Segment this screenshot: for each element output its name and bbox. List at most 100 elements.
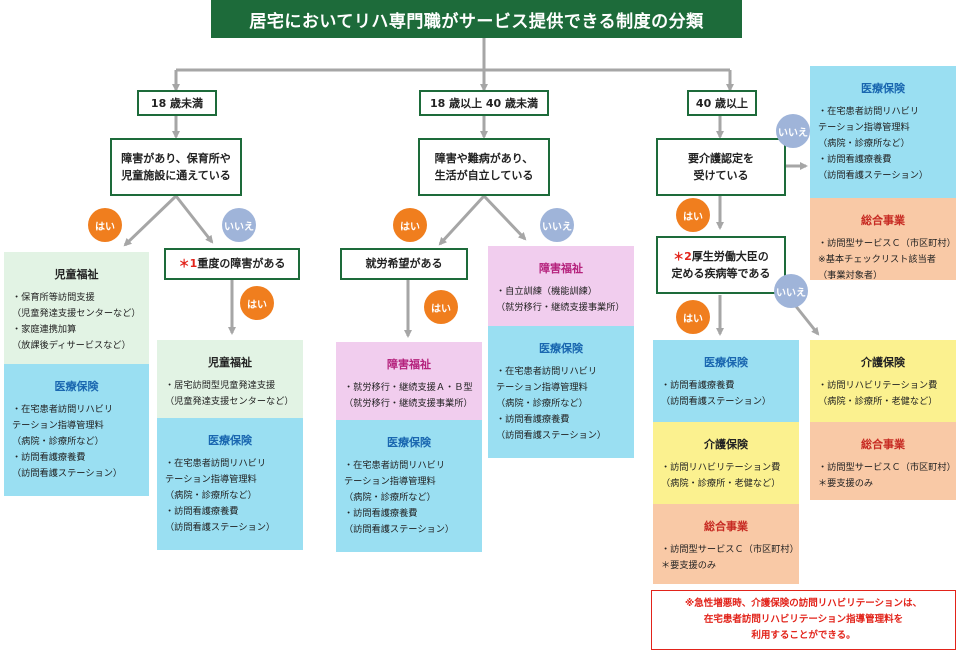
- panel-medical-insurance: 医療保険 ・在宅患者訪問リハビリ テーション指導管理料 （病院・診療所など） ・…: [4, 364, 149, 496]
- yes-badge: はい: [88, 208, 122, 242]
- panel-line: （訪問看護ステーション）: [165, 522, 276, 534]
- panel-comprehensive-program: 総合事業 ・訪問型サービスＣ（市区町村） ※基本チェックリスト該当者 （事業対象…: [810, 198, 956, 281]
- yes-badge: はい: [676, 300, 710, 334]
- panel-line: （事業対象者）: [818, 270, 883, 282]
- panel-disability-welfare: 障害福祉 ・自立訓練（機能訓練） （就労移行・継続支援事業所）: [488, 246, 634, 326]
- panel-line: ・就労移行・継続支援Ａ・Ｂ型: [344, 382, 473, 393]
- panel-title: 医療保険: [539, 342, 583, 355]
- question-line: 要介護認定を: [688, 151, 754, 165]
- age-under-18-box: 18 歳未満: [137, 90, 217, 116]
- question-wants-employment: 就労希望がある: [340, 248, 468, 280]
- panel-line: ・訪問看護療養費: [661, 380, 735, 391]
- age-over-40-box: 40 歳以上: [687, 90, 757, 116]
- panel-care-insurance: 介護保険 ・訪問リハビリテーション費 （病院・診療所・老健など）: [810, 340, 956, 422]
- panel-title: 総合事業: [704, 520, 748, 533]
- panel-care-insurance: 介護保険 ・訪問リハビリテーション費 （病院・診療所・老健など）: [653, 422, 799, 504]
- footnote-box: ※急性増悪時、介護保険の訪問リハビリテーションは、 在宅患者訪問リハビリテーショ…: [651, 590, 956, 650]
- panel-line: ・訪問看護療養費: [12, 452, 86, 464]
- no-badge: いいえ: [540, 208, 574, 242]
- panel-line: ・訪問看護療養費: [344, 508, 418, 520]
- panel-line: ・在宅患者訪問リハビリ: [496, 366, 598, 377]
- panel-line: （訪問看護ステーション）: [661, 396, 772, 408]
- question-attends-childcare: 障害があり、保育所や児童施設に通えている: [110, 138, 242, 196]
- panel-line: ・訪問看護療養費: [165, 506, 239, 518]
- question-line: 厚生労働大臣の: [691, 249, 769, 263]
- panel-line: ・在宅患者訪問リハビリ: [12, 404, 114, 415]
- panel-line: ＊要支援のみ: [661, 560, 717, 572]
- panel-title: 医療保険: [208, 434, 252, 447]
- yes-badge: はい: [393, 208, 427, 242]
- panel-line: ・家庭連携加算: [12, 324, 77, 336]
- panel-medical-insurance: 医療保険 ・在宅患者訪問リハビリ テーション指導管理料 （病院・診療所など） ・…: [336, 420, 482, 552]
- panel-medical-insurance: 医療保険 ・在宅患者訪問リハビリ テーション指導管理料 （病院・診療所など） ・…: [157, 418, 303, 550]
- question-care-certified: 要介護認定を受けている: [656, 138, 786, 196]
- panel-line: ・自立訓練（機能訓練）: [496, 286, 598, 297]
- panel-disability-welfare: 障害福祉 ・就労移行・継続支援Ａ・Ｂ型 （就労移行・継続支援事業所）: [336, 342, 482, 420]
- question-text: 重度の障害がある: [197, 257, 286, 271]
- question-line: 受けている: [693, 169, 749, 182]
- panel-line: ※基本チェックリスト該当者: [818, 254, 936, 266]
- question-line: 障害や難病があり、: [434, 151, 534, 165]
- panel-title: 医療保険: [387, 436, 431, 449]
- panel-line: ・在宅患者訪問リハビリ: [818, 106, 920, 117]
- no-badge: いいえ: [776, 114, 810, 148]
- panel-line: （就労移行・継続支援事業所）: [496, 302, 625, 314]
- question-designated-disease: ＊2厚生労働大臣の 定める疾病等である: [656, 236, 786, 294]
- no-badge: いいえ: [222, 208, 256, 242]
- panel-line: （病院・診療所・老健など）: [661, 478, 781, 490]
- panel-line: ・保育所等訪問支援: [12, 292, 95, 303]
- no-badge: いいえ: [774, 274, 808, 308]
- panel-comprehensive-program: 総合事業 ・訪問型サービスＣ（市区町村） ＊要支援のみ: [810, 422, 956, 500]
- panel-line: （就労移行・継続支援事業所）: [344, 398, 473, 410]
- panel-line: （児童発達支援センターなど）: [165, 396, 294, 408]
- panel-medical-insurance: 医療保険 ・在宅患者訪問リハビリ テーション指導管理料 （病院・診療所など） ・…: [810, 66, 956, 198]
- panel-line: ・訪問リハビリテーション費: [661, 462, 781, 473]
- panel-line: テーション指導管理料: [12, 420, 104, 432]
- panel-line: （放課後ディサービスなど）: [12, 340, 131, 352]
- panel-line: ・在宅患者訪問リハビリ: [344, 460, 446, 471]
- panel-line: （訪問看護ステーション）: [818, 170, 929, 182]
- panel-line: （訪問看護ステーション）: [344, 524, 455, 536]
- panel-line: ・訪問リハビリテーション費: [818, 380, 938, 391]
- question-line: 生活が自立している: [434, 169, 534, 182]
- yes-badge: はい: [240, 286, 274, 320]
- panel-line: （病院・診療所・老健など）: [818, 396, 938, 408]
- panel-line: （病院・診療所など）: [12, 436, 104, 448]
- panel-title: 児童福祉: [54, 268, 99, 281]
- panel-title: 介護保険: [704, 438, 748, 451]
- footnote-line: ※急性増悪時、介護保険の訪問リハビリテーションは、: [684, 598, 923, 609]
- yes-badge: はい: [676, 198, 710, 232]
- note-mark-1: ＊1: [178, 257, 198, 271]
- panel-title: 医療保険: [861, 82, 905, 95]
- panel-title: 介護保険: [861, 356, 905, 369]
- panel-child-welfare: 児童福祉 ・保育所等訪問支援 （児童発達支援センターなど） ・家庭連携加算 （放…: [4, 252, 149, 364]
- panel-line: （児童発達支援センターなど）: [12, 308, 141, 320]
- panel-comprehensive-program: 総合事業 ・訪問型サービスＣ（市区町村） ＊要支援のみ: [653, 504, 799, 584]
- panel-line: ・訪問型サービスＣ（市区町村）: [818, 462, 956, 473]
- panel-title: 総合事業: [861, 438, 905, 451]
- panel-title: 児童福祉: [208, 356, 252, 369]
- panel-line: （病院・診療所など）: [496, 398, 588, 410]
- panel-title: 医療保険: [54, 380, 99, 393]
- panel-line: テーション指導管理料: [165, 474, 257, 486]
- panel-line: テーション指導管理料: [818, 122, 910, 134]
- note-mark-2: ＊2: [673, 249, 692, 263]
- panel-line: ・訪問型サービスＣ（市区町村）: [661, 544, 799, 555]
- panel-line: ・居宅訪問型児童発達支援: [165, 380, 276, 391]
- panel-line: ＊要支援のみ: [818, 478, 874, 490]
- page-title: 居宅においてリハ専門職がサービス提供できる制度の分類: [211, 0, 742, 38]
- panel-line: （訪問看護ステーション）: [12, 468, 123, 480]
- footnote-line: 在宅患者訪問リハビリテーション指導管理料を: [703, 614, 904, 626]
- panel-title: 総合事業: [861, 214, 905, 227]
- panel-line: ・訪問型サービスＣ（市区町村）: [818, 238, 956, 249]
- question-line: 定める疾病等である: [671, 267, 771, 280]
- question-line: 児童施設に通えている: [121, 169, 231, 182]
- footnote-line: 利用することができる。: [751, 630, 856, 642]
- panel-line: （訪問看護ステーション）: [496, 430, 607, 442]
- panel-line: テーション指導管理料: [496, 382, 588, 394]
- panel-title: 障害福祉: [387, 358, 431, 371]
- question-independent-living: 障害や難病があり、生活が自立している: [418, 138, 550, 196]
- question-line: 障害があり、保育所や: [121, 151, 231, 165]
- panel-line: ・訪問看護療養費: [818, 154, 892, 166]
